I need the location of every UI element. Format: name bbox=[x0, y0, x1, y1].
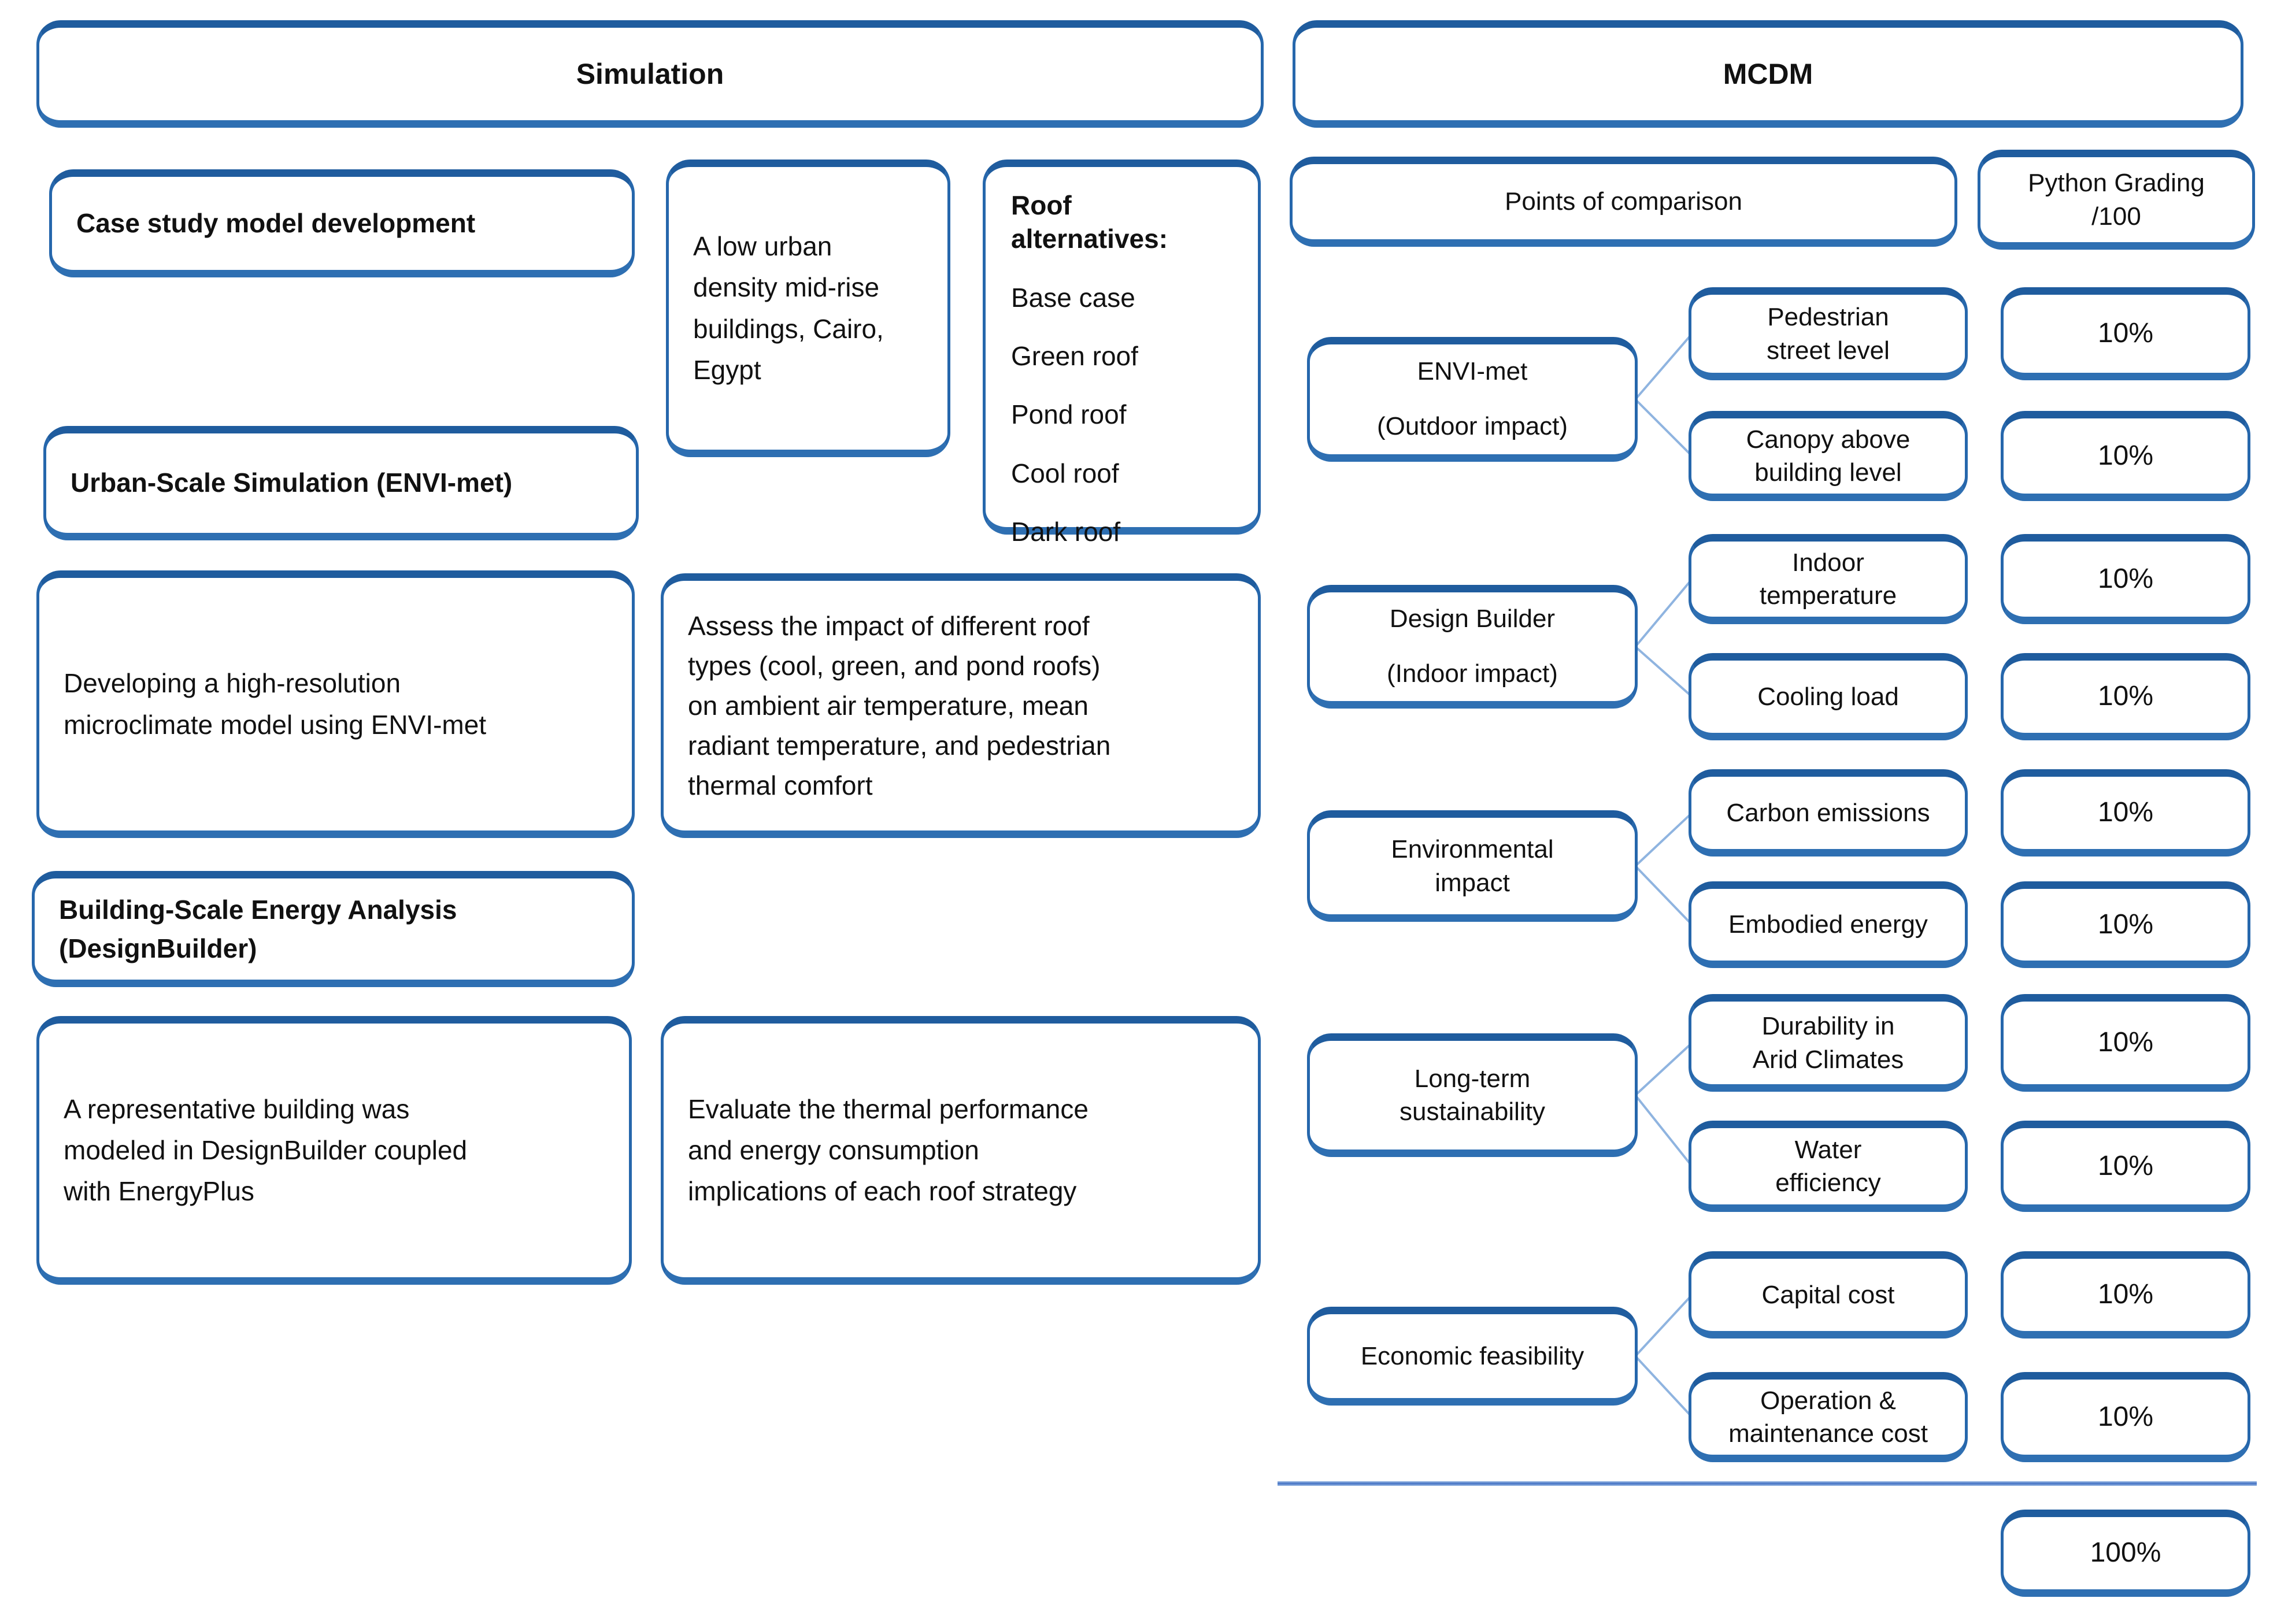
criterion-carbon-emissions: Carbon emissions bbox=[1689, 769, 1968, 857]
grade-value: 10% bbox=[2097, 318, 2154, 349]
grade-box: 10% bbox=[2001, 881, 2250, 968]
grade-value: 10% bbox=[2097, 440, 2154, 471]
python-grading-label: Python Grading /100 bbox=[2028, 169, 2205, 231]
roof-alternative-item: Base case bbox=[1011, 283, 1135, 313]
context-label: A low urban density mid-rise buildings, … bbox=[693, 231, 884, 385]
grade-value: 10% bbox=[2097, 797, 2154, 828]
roof-alternatives-box: Roof alternatives: Base case Green roof … bbox=[983, 160, 1261, 547]
total-grade-box: 100% bbox=[2001, 1510, 2250, 1597]
grade-value: 10% bbox=[2097, 681, 2154, 712]
criterion-label: Durability in Arid Climates bbox=[1752, 1012, 1904, 1074]
context-box: A low urban density mid-rise buildings, … bbox=[666, 160, 950, 457]
grade-box: 10% bbox=[2001, 287, 2250, 380]
criterion-label: Canopy above building level bbox=[1746, 425, 1911, 487]
simulation-header-label: Simulation bbox=[576, 57, 724, 90]
simulation-header: Simulation bbox=[36, 20, 1264, 128]
grade-box: 10% bbox=[2001, 769, 2250, 857]
criterion-label: Pedestrian street level bbox=[1767, 303, 1890, 365]
urban-scale-label: Urban-Scale Simulation (ENVI-met) bbox=[71, 468, 513, 498]
criterion-durability-arid-climates: Durability in Arid Climates bbox=[1689, 994, 1968, 1092]
roof-alternatives-header: Roof alternatives: bbox=[1011, 190, 1168, 254]
criterion-label: Cooling load bbox=[1757, 682, 1899, 711]
criterion-label: Operation & maintenance cost bbox=[1728, 1386, 1928, 1448]
total-separator-line bbox=[1278, 1481, 2257, 1486]
roof-alternative-item: Cool roof bbox=[1011, 458, 1119, 488]
total-grade-value: 100% bbox=[2090, 1537, 2161, 1569]
grade-box: 10% bbox=[2001, 994, 2250, 1092]
criterion-capital-cost: Capital cost bbox=[1689, 1251, 1968, 1338]
category-label: Design Builder (Indoor impact) bbox=[1387, 605, 1558, 688]
points-of-comparison-box: Points of comparison bbox=[1290, 157, 1957, 247]
criterion-label: Carbon emissions bbox=[1726, 798, 1930, 827]
category-envi-met: ENVI-met (Outdoor impact) bbox=[1307, 337, 1638, 462]
criterion-canopy-above-building-level: Canopy above building level bbox=[1689, 411, 1968, 501]
evaluate-label: Evaluate the thermal performance and ene… bbox=[688, 1093, 1088, 1207]
grade-box: 10% bbox=[2001, 1372, 2250, 1462]
criterion-label: Embodied energy bbox=[1728, 910, 1928, 939]
criterion-embodied-energy: Embodied energy bbox=[1689, 881, 1968, 968]
criterion-operation-maintenance-cost: Operation & maintenance cost bbox=[1689, 1372, 1968, 1462]
mcdm-header: MCDM bbox=[1293, 20, 2243, 128]
category-long-term-sustainability: Long-term sustainability bbox=[1307, 1033, 1638, 1157]
grade-value: 10% bbox=[2097, 1150, 2154, 1181]
grade-value: 10% bbox=[2097, 1279, 2154, 1310]
developing-label: Developing a high-resolution microclimat… bbox=[64, 668, 487, 740]
case-study-label: Case study model development bbox=[76, 207, 476, 238]
criterion-water-efficiency: Water efficiency bbox=[1689, 1121, 1968, 1212]
building-scale-box: Building-Scale Energy Analysis (DesignBu… bbox=[32, 871, 635, 987]
grade-box: 10% bbox=[2001, 1251, 2250, 1338]
category-economic-feasibility: Economic feasibility bbox=[1307, 1307, 1638, 1406]
assess-box: Assess the impact of different roof type… bbox=[661, 573, 1261, 838]
evaluate-box: Evaluate the thermal performance and ene… bbox=[661, 1016, 1261, 1285]
representative-building-box: A representative building was modeled in… bbox=[36, 1016, 632, 1285]
grade-box: 10% bbox=[2001, 653, 2250, 740]
developing-box: Developing a high-resolution microclimat… bbox=[36, 570, 635, 838]
urban-scale-box: Urban-Scale Simulation (ENVI-met) bbox=[43, 426, 639, 540]
category-label: Economic feasibility bbox=[1360, 1341, 1584, 1370]
criterion-label: Indoor temperature bbox=[1759, 548, 1897, 610]
grade-value: 10% bbox=[2097, 909, 2154, 940]
case-study-box: Case study model development bbox=[49, 169, 635, 277]
criterion-pedestrian-street-level: Pedestrian street level bbox=[1689, 287, 1968, 380]
category-environmental-impact: Environmental impact bbox=[1307, 810, 1638, 922]
criterion-indoor-temperature: Indoor temperature bbox=[1689, 534, 1968, 624]
grade-box: 10% bbox=[2001, 534, 2250, 624]
roof-alternative-item: Dark roof bbox=[1011, 516, 1121, 547]
criterion-label: Capital cost bbox=[1761, 1280, 1895, 1309]
assess-label: Assess the impact of different roof type… bbox=[688, 610, 1111, 800]
criterion-cooling-load: Cooling load bbox=[1689, 653, 1968, 740]
grade-box: 10% bbox=[2001, 1121, 2250, 1212]
points-of-comparison-label: Points of comparison bbox=[1505, 187, 1742, 216]
criterion-label: Water efficiency bbox=[1775, 1135, 1881, 1197]
category-label: Long-term sustainability bbox=[1399, 1064, 1545, 1126]
representative-building-label: A representative building was modeled in… bbox=[64, 1093, 468, 1207]
python-grading-box: Python Grading /100 bbox=[1978, 150, 2255, 250]
grade-box: 10% bbox=[2001, 411, 2250, 501]
category-label: Environmental impact bbox=[1391, 835, 1554, 897]
category-design-builder: Design Builder (Indoor impact) bbox=[1307, 585, 1638, 709]
mcdm-header-label: MCDM bbox=[1723, 57, 1813, 90]
grade-value: 10% bbox=[2097, 1401, 2154, 1432]
grade-value: 10% bbox=[2097, 1027, 2154, 1058]
roof-alternative-item: Pond roof bbox=[1011, 399, 1127, 430]
roof-alternative-item: Green roof bbox=[1011, 341, 1138, 372]
grade-value: 10% bbox=[2097, 563, 2154, 594]
category-label: ENVI-met (Outdoor impact) bbox=[1376, 357, 1568, 440]
building-scale-label: Building-Scale Energy Analysis (DesignBu… bbox=[59, 894, 457, 963]
